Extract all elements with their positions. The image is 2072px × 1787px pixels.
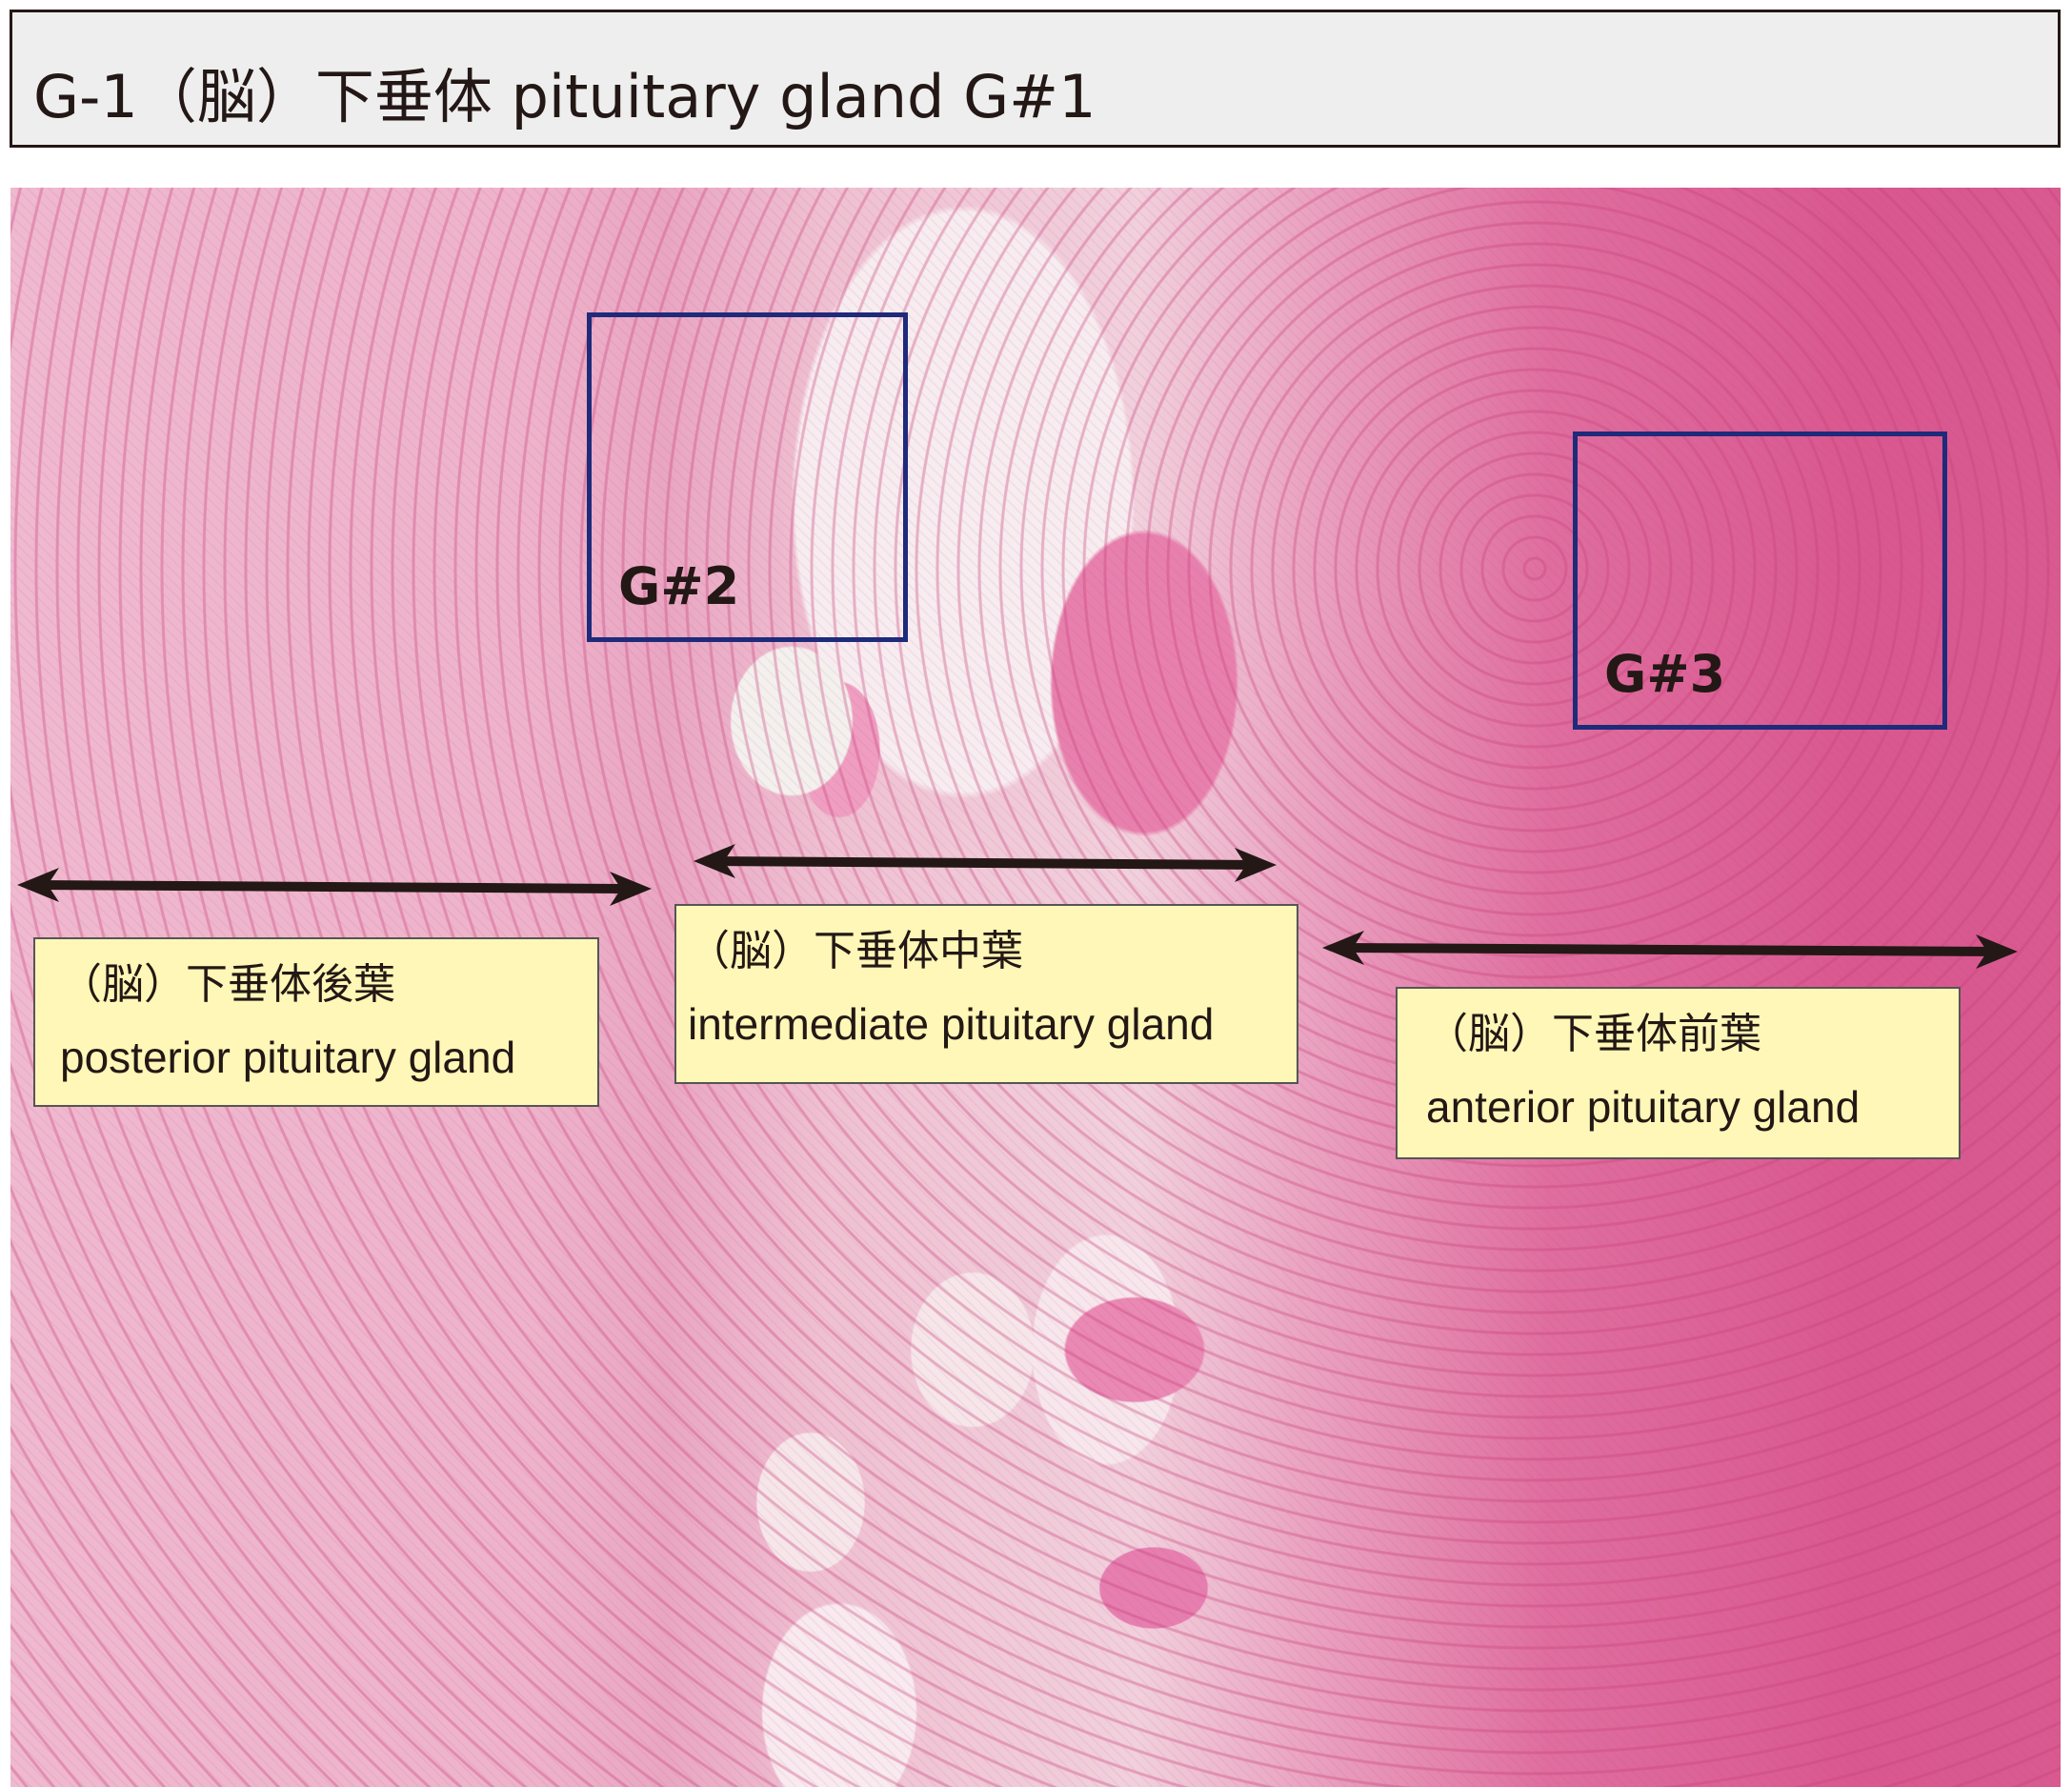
label-anterior-jp: （脳）下垂体前葉: [1426, 1010, 1761, 1058]
roi-box-g3: G#3: [1573, 432, 1947, 730]
label-anterior: （脳）下垂体前葉 anterior pituitary gland: [1396, 987, 1961, 1159]
label-posterior-en: posterior pituitary gland: [60, 1033, 516, 1082]
label-intermediate-en: intermediate pituitary gland: [688, 999, 1215, 1049]
roi-label-g2: G#2: [618, 556, 740, 616]
page-title: G-1（脳）下垂体 pituitary gland G#1: [33, 62, 1096, 131]
roi-box-g2: G#2: [587, 312, 908, 642]
double-arrow-anterior: [1322, 931, 2018, 969]
label-anterior-en: anterior pituitary gland: [1426, 1082, 1861, 1132]
double-arrow-intermediate: [694, 844, 1277, 882]
label-intermediate-jp: （脳）下垂体中葉: [688, 927, 1023, 975]
roi-label-g3: G#3: [1604, 644, 1726, 704]
label-posterior: （脳）下垂体後葉 posterior pituitary gland: [33, 937, 599, 1107]
title-box: G-1（脳）下垂体 pituitary gland G#1: [10, 10, 2061, 148]
label-intermediate: （脳）下垂体中葉 intermediate pituitary gland: [674, 904, 1298, 1084]
double-arrow-posterior: [17, 868, 652, 906]
label-posterior-jp: （脳）下垂体後葉: [60, 960, 395, 1009]
